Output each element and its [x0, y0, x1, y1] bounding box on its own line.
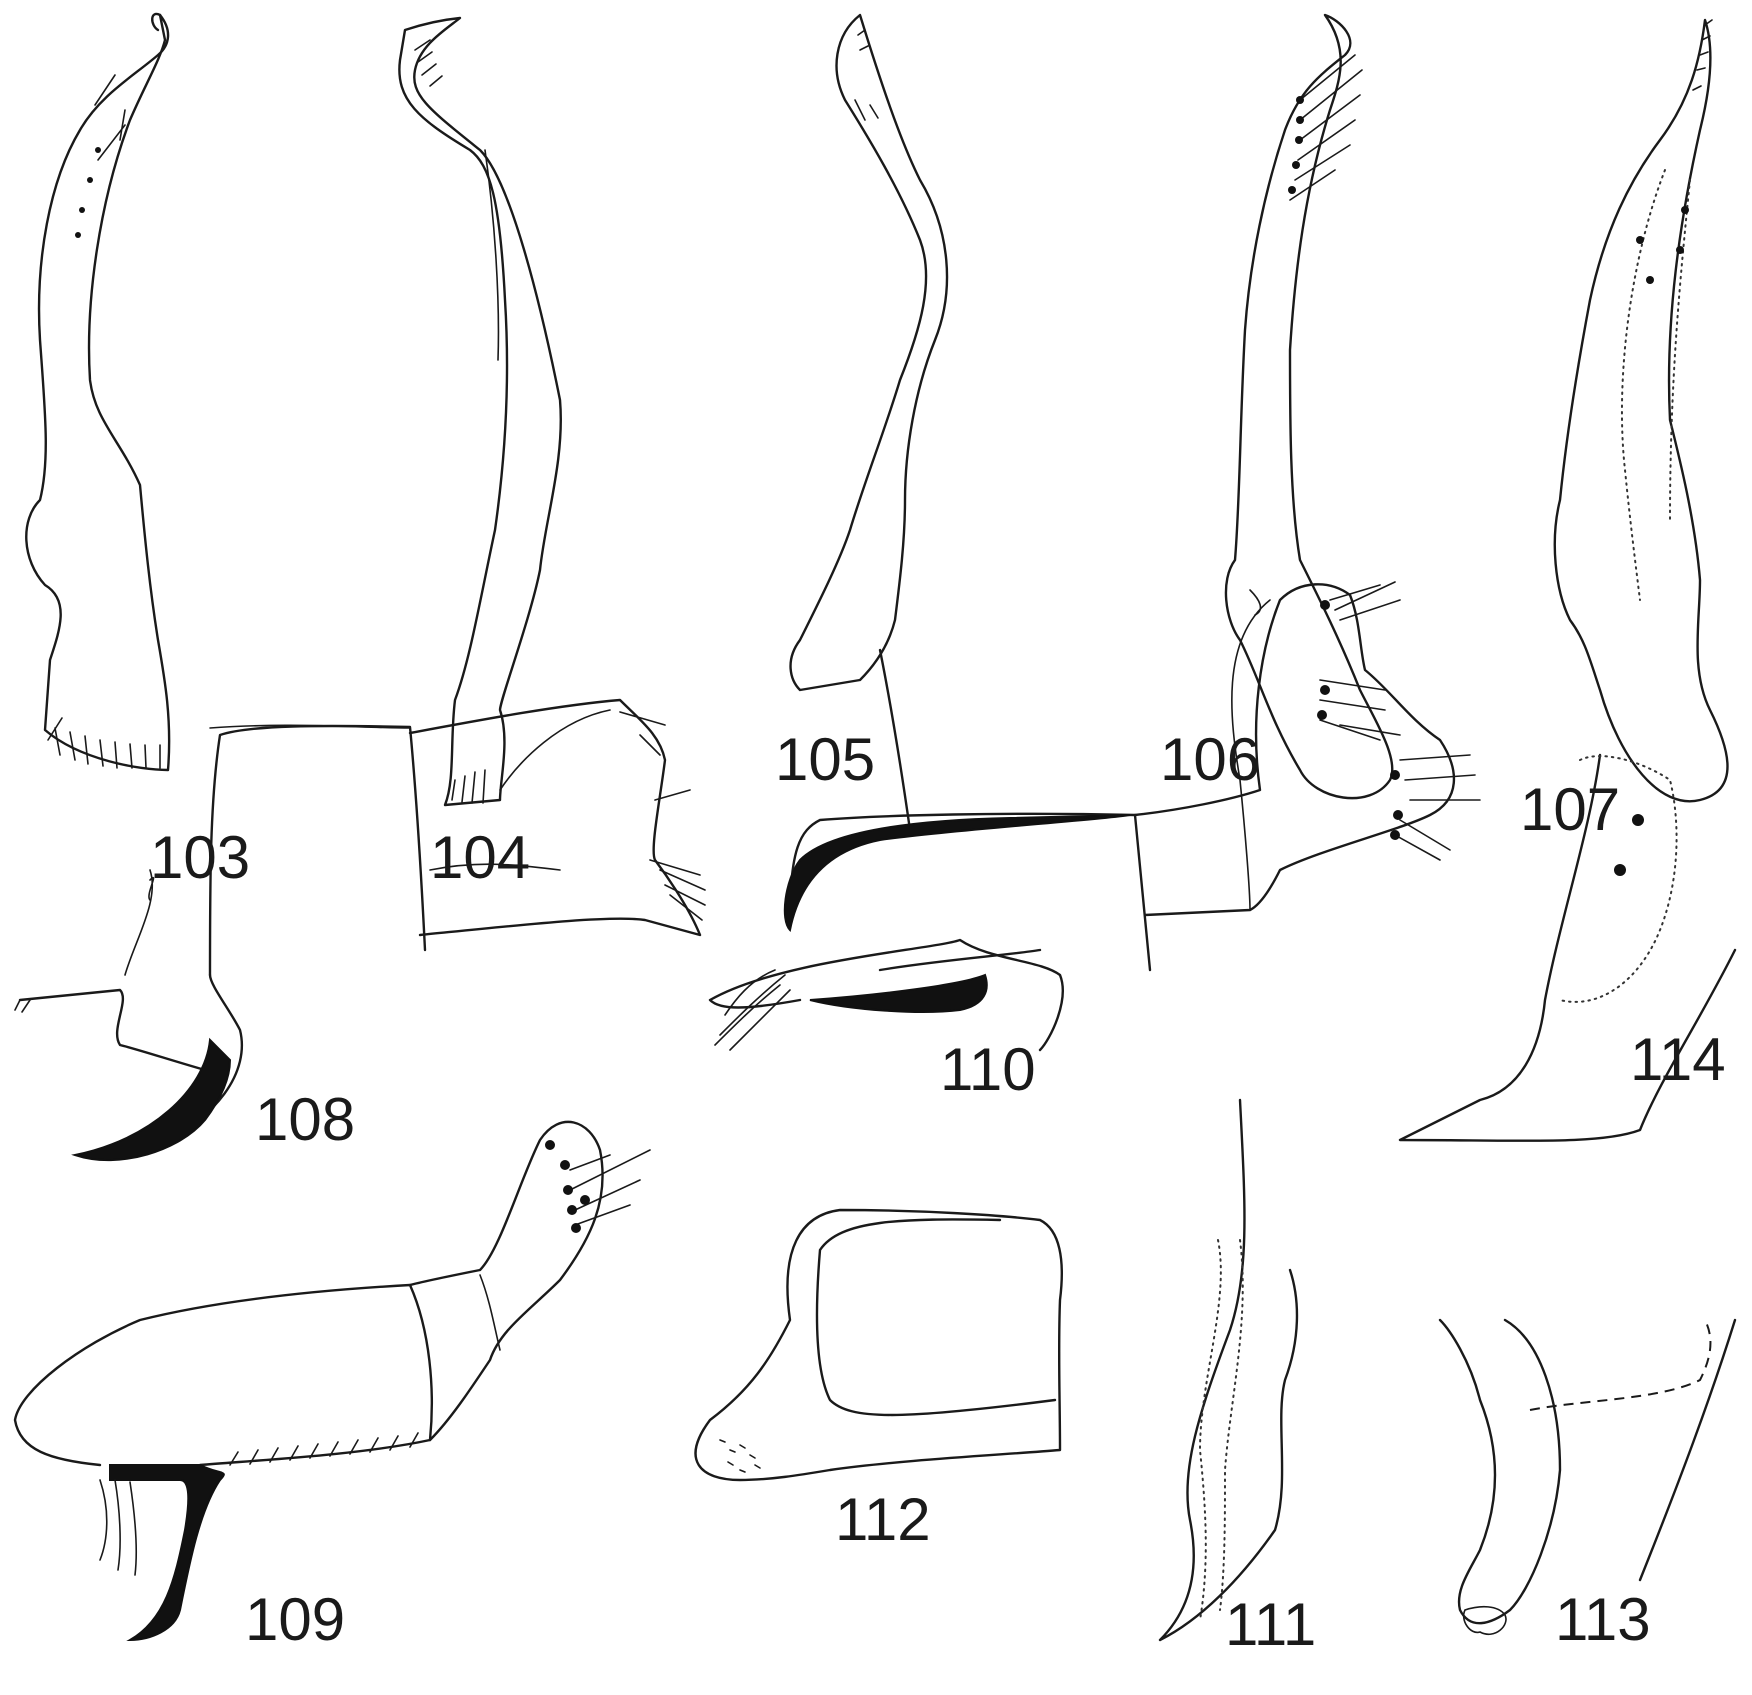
drawing-110	[708, 581, 1481, 1052]
drawing-108	[14, 698, 706, 1162]
label-112: 112	[835, 1486, 931, 1553]
label-106: 106	[1160, 726, 1261, 793]
drawing-104	[398, 16, 562, 807]
drawing-109	[13, 1120, 651, 1642]
label-103: 103	[150, 824, 251, 891]
drawing-103	[25, 12, 171, 772]
label-114: 114	[1630, 1026, 1726, 1093]
label-107: 107	[1520, 776, 1621, 843]
label-104: 104	[430, 824, 531, 891]
label-109: 109	[245, 1586, 346, 1653]
drawing-107	[1553, 18, 1729, 803]
drawing-111	[1158, 1098, 1299, 1642]
label-108: 108	[255, 1086, 356, 1153]
label-113: 113	[1555, 1586, 1651, 1653]
drawing-112	[694, 1208, 1063, 1482]
drawing-113	[1438, 1318, 1737, 1635]
drawing-106	[1224, 13, 1394, 800]
label-110: 110	[940, 1036, 1036, 1103]
label-105: 105	[775, 726, 876, 793]
drawing-114	[1398, 753, 1737, 1142]
label-111: 111	[1225, 1591, 1317, 1658]
drawing-105	[789, 13, 949, 832]
